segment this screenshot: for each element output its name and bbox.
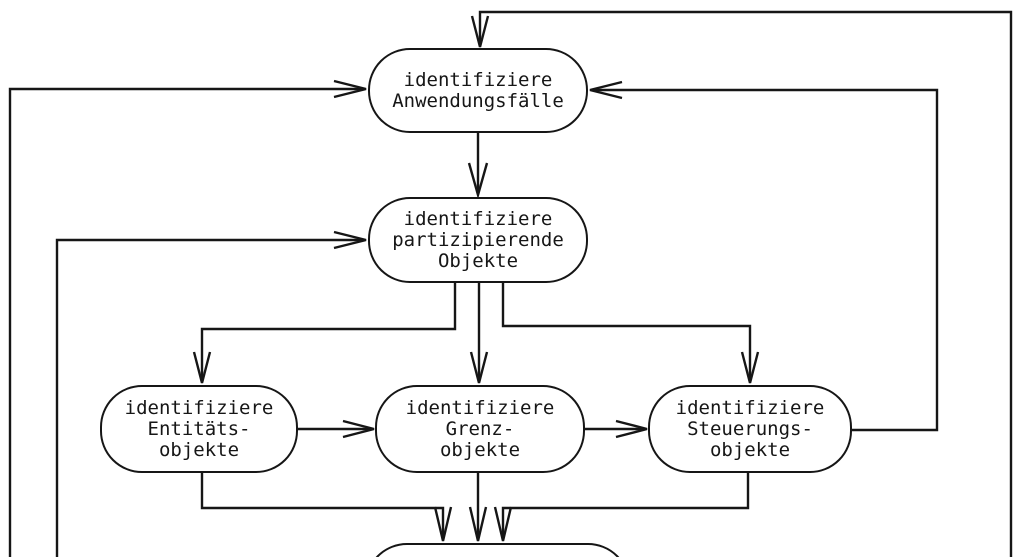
- node-label-line: objekte: [709, 438, 791, 461]
- node-identifiziere-partizipierende-objekte: identifiziere partizipierende Objekte: [368, 197, 588, 283]
- edge-steuerungs-to-bottom: [493, 472, 750, 542]
- node-label-line: identifiziere: [403, 68, 553, 91]
- node-identifiziere-anwendungsfaelle: identifiziere Anwendungsfälle: [368, 48, 588, 133]
- arrowhead-down-icon: [468, 506, 488, 542]
- edge-partizipierende-to-entitaets: [192, 282, 457, 384]
- arrowhead-left-icon: [589, 80, 623, 100]
- node-label-line: partizipierende: [392, 228, 564, 251]
- edge-steuerungs-to-anwendungsfaelle-right: [589, 80, 939, 432]
- node-identifiziere-entitaetsobjekte: identifiziere Entitäts- objekte: [100, 385, 298, 473]
- arrowhead-down-icon: [469, 351, 489, 384]
- edge-entitaets-to-bottom: [200, 472, 453, 542]
- node-label-line: identifiziere: [405, 396, 555, 419]
- node-label-line: Entitäts-: [147, 417, 251, 440]
- arrowhead-right-icon: [615, 419, 648, 439]
- arrowhead-right-icon: [333, 230, 367, 250]
- node-label-line: identifiziere: [403, 207, 553, 230]
- arrowhead-down-icon: [467, 162, 489, 200]
- edge-partizipierende-to-grenz: [469, 282, 489, 384]
- arrowhead-down-icon: [740, 351, 760, 384]
- node-label-line: objekte: [439, 438, 521, 461]
- edge-loop-outer-to-anwendungsfaelle-top: [470, 10, 1013, 557]
- node-label-line: Steuerungs-: [687, 417, 813, 440]
- arrowhead-down-icon: [470, 15, 490, 48]
- node-label-line: identifiziere: [124, 396, 274, 419]
- arrowhead-down-icon: [192, 351, 212, 384]
- edge-left-inner-to-partizipierende-left: [55, 230, 367, 557]
- node-label-line: identifiziere: [675, 396, 825, 419]
- edge-grenz-to-bottom: [468, 472, 488, 542]
- edge-anwendungsfaelle-to-partizipierende: [467, 131, 489, 200]
- node-bottom-partial: [365, 543, 630, 557]
- node-label-line: Objekte: [437, 249, 519, 272]
- edge-entitaets-to-grenz: [297, 419, 375, 439]
- arrowhead-right-icon: [333, 79, 367, 99]
- edge-partizipierende-to-steuerungs: [501, 282, 760, 384]
- node-identifiziere-grenzobjekte: identifiziere Grenz- objekte: [375, 385, 585, 473]
- node-identifiziere-steuerungsobjekte: identifiziere Steuerungs- objekte: [648, 385, 852, 473]
- node-label-line: Anwendungsfälle: [392, 89, 564, 112]
- arrowhead-down-icon: [433, 506, 453, 542]
- edge-left-outer-to-anwendungsfaelle-left: [8, 79, 367, 557]
- node-label-line: objekte: [158, 438, 240, 461]
- node-label-line: Grenz-: [445, 417, 515, 440]
- edge-grenz-to-steuerungs: [584, 419, 648, 439]
- arrowhead-down-icon: [493, 506, 513, 542]
- arrowhead-right-icon: [342, 419, 375, 439]
